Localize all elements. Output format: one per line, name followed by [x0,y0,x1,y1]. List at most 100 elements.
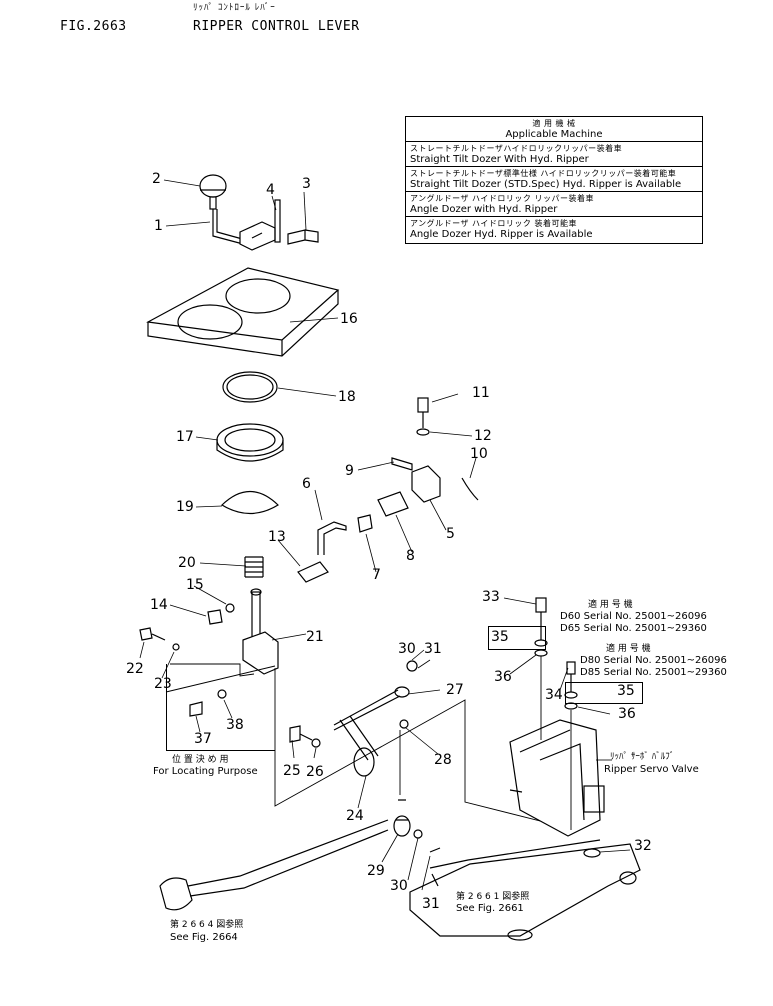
part-number-21: 21 [306,629,324,645]
part-number-16: 16 [340,311,358,327]
servo-valve-body [509,719,605,837]
table-row-en: Angle Dozer Hyd. Ripper is Available [410,229,593,240]
clevis-part-29 [393,815,411,837]
part-number-2: 2 [152,171,161,187]
seal-part-17 [216,423,284,462]
bolt-part-25 [289,725,313,743]
nut-part-28 [399,719,409,729]
bolt-part-22 [139,627,166,641]
table-row-en: Straight Tilt Dozer (STD.Spec) Hyd. Ripp… [410,179,682,190]
figure-number: FIG.2663 [60,19,127,34]
block-part-8 [377,491,409,517]
table-row: ストレートチルトドーザハイドロリックリッパー装着車 Straight Tilt … [406,142,702,167]
serial-note-lower-line1: D80 Serial No. 25001~26096 [580,655,727,666]
pin-part-4 [274,199,281,243]
table-row-en: Straight Tilt Dozer With Hyd. Ripper [410,154,589,165]
part-number-36-upper: 36 [494,669,512,685]
part-number-29: 29 [367,863,385,879]
see-fig-2664-en: See Fig. 2664 [170,932,238,943]
part-number-7: 7 [372,567,381,583]
part-number-32: 32 [634,838,652,854]
serial-note-upper-line2: D65 Serial No. 25001~29360 [560,623,707,634]
frame-bracket [409,839,641,941]
spring-part-20 [244,556,264,578]
applicable-machine-table: 適 用 機 械 Applicable Machine ストレートチルトドーザハイ… [405,116,703,244]
part-number-4: 4 [266,182,275,198]
part-number-19: 19 [176,499,194,515]
link-part-13 [297,561,329,583]
part-number-11: 11 [472,385,490,401]
locating-purpose-box [166,664,275,751]
part-number-31-lower: 31 [422,896,440,912]
serial-note-lower-line2: D85 Serial No. 25001~29360 [580,667,727,678]
page-title: RIPPER CONTROL LEVER [193,19,360,34]
table-row-jp: ストレートチルトドーザ標準仕様 ハイドロリックリッパー装着可能車 [410,169,677,178]
part-number-28: 28 [434,752,452,768]
boot-part-19 [221,491,279,515]
ring-part-18 [222,371,278,403]
washer-part-12 [416,428,430,436]
part-number-37: 37 [194,731,212,747]
lever-part-24 [339,715,379,761]
part-number-35-upper: 35 [491,629,509,645]
locating-note-jp: 位 置 決 め 用 [172,755,229,765]
title-japanese: ﾘｯﾊﾟ ｺﾝﾄﾛｰﾙ ﾚﾊﾞｰ [193,3,276,13]
washer-part-15 [225,603,235,613]
pin-part-10 [461,477,479,501]
part-number-25: 25 [283,763,301,779]
part-number-18: 18 [338,389,356,405]
part-number-30-lower: 30 [390,878,408,894]
part-number-14: 14 [150,597,168,613]
serial-note-upper-jp: 適 用 号 機 [588,600,633,610]
shaft-part-21 [242,588,279,675]
lower-lever-assembly [159,819,389,911]
part-number-30-upper: 30 [398,641,416,657]
part-number-6: 6 [302,476,311,492]
washer-part-38 [217,689,227,699]
servo-valve-label-jp: ﾘｯﾊﾟ ｻｰﾎﾞ ﾊﾞﾙﾌﾞ [610,752,675,762]
washer-part-36a [534,649,548,657]
knob-part-2 [199,174,227,210]
bolt-part-11 [417,397,429,428]
part-number-5: 5 [446,526,455,542]
part-number-15: 15 [186,577,204,593]
rod-part-6 [317,521,347,555]
part-number-35-lower: 35 [617,683,635,699]
box-part-35-upper [488,626,546,650]
table-row-jp: アングルドーザ ハイドロリック リッパー装着車 [410,194,594,203]
bolt-part-3 [287,229,319,245]
part-number-13: 13 [268,529,286,545]
part-number-23: 23 [154,676,172,692]
table-row-jp: ストレートチルトドーザハイドロリックリッパー装着車 [410,144,623,153]
table-header-row: 適 用 機 械 Applicable Machine [406,117,702,142]
o-ring-part-32 [583,848,601,858]
lever-part-1 [212,209,276,251]
part-number-3: 3 [302,176,311,192]
part-number-33: 33 [482,589,500,605]
table-row: ストレートチルトドーザ標準仕様 ハイドロリックリッパー装着可能車 Straigh… [406,167,702,192]
table-header-jp: 適 用 機 械 [532,119,576,128]
table-row: アングルドーザ ハイドロリック 装着可能車 Angle Dozer Hyd. R… [406,217,702,241]
part-number-27: 27 [446,682,464,698]
locating-note-en: For Locating Purpose [153,766,258,777]
bolt-part-37 [189,701,203,717]
part-number-17: 17 [176,429,194,445]
table-header-en: Applicable Machine [505,129,603,140]
part-number-22: 22 [126,661,144,677]
part-number-24: 24 [346,808,364,824]
table-row-en: Angle Dozer with Hyd. Ripper [410,204,558,215]
part-number-9: 9 [345,463,354,479]
part-number-36-lower: 36 [618,706,636,722]
part-number-10: 10 [470,446,488,462]
bracket-part-5 [411,465,441,503]
rod-part-27 [333,689,401,731]
serial-note-lower-jp: 適 用 号 機 [606,644,651,654]
see-fig-2664-jp: 第 2 6 6 4 図参照 [170,920,244,930]
nut-part-7 [357,514,373,533]
part-number-26: 26 [306,764,324,780]
table-row: アングルドーザ ハイドロリック リッパー装着車 Angle Dozer with… [406,192,702,217]
box-part-35-lower [565,682,643,704]
see-fig-2661-en: See Fig. 2661 [456,903,524,914]
part-number-20: 20 [178,555,196,571]
part-number-8: 8 [406,548,415,564]
